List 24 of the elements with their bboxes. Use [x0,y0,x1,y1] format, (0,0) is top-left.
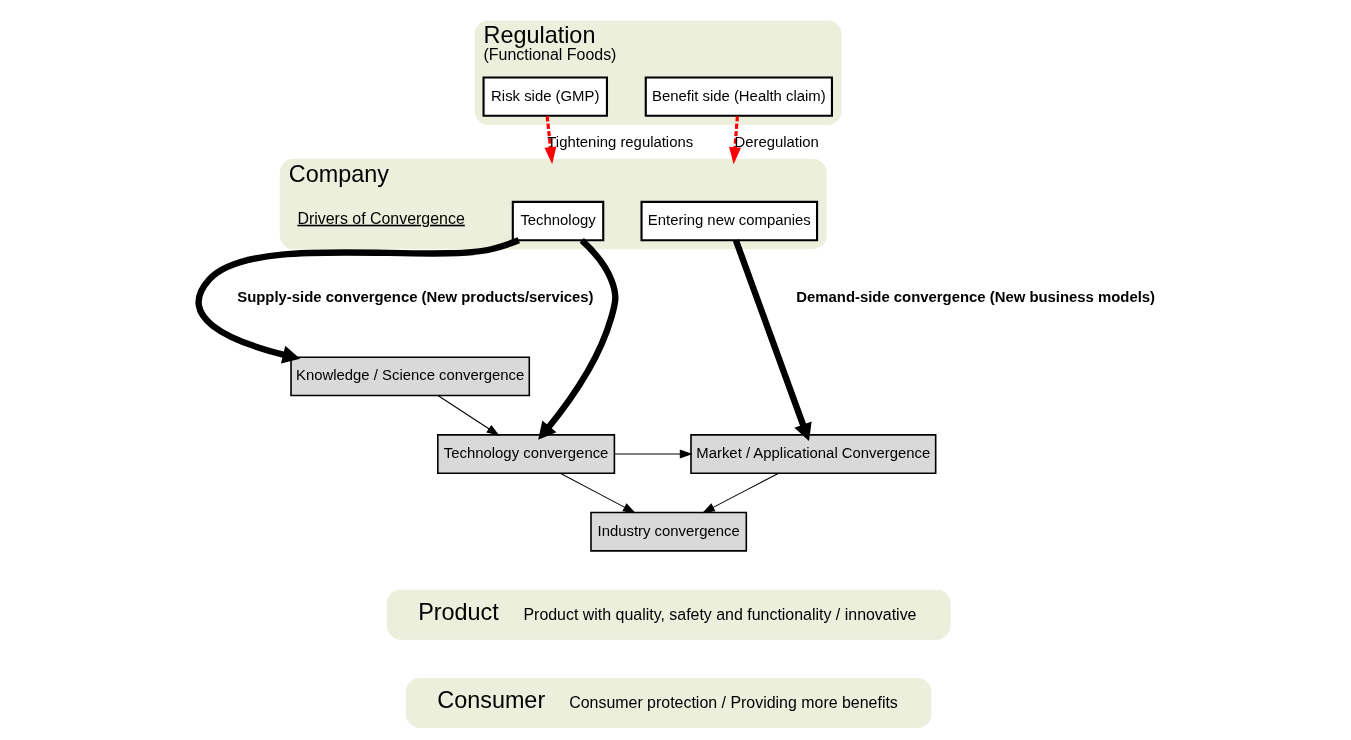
node-box: Consumer Consumer protection / Providing more benefits [405,677,931,728]
arrow [537,238,618,440]
node-box: Industry convergence [589,511,747,552]
node-box: Technology [511,200,604,242]
node-box: Entering new companies [639,200,818,242]
label: Supply-side convergence (New products/services) [236,288,594,305]
label: Demand-side convergence (New business models) [795,288,1155,305]
node-box: Technology convergence [436,434,615,474]
label: Drivers of Convergence [296,209,465,227]
node-box: Benefit side (Health claim) [644,76,833,117]
arrow [543,116,556,165]
edge-label: Deregulation [733,133,819,150]
arrow [613,449,693,459]
node-box: Risk side (GMP) [482,76,608,117]
node-box: Market / Applicational Convergence [689,434,936,474]
arrow [728,116,741,165]
node-box: Product Product with quality, safety and functionality / innovative [386,589,951,640]
arrow [701,472,779,514]
edge-label: Tightening regulations [546,133,693,150]
arrow [559,472,636,514]
arrow [732,239,812,442]
node-box: Knowledge / Science convergence [289,356,530,397]
arrow [195,237,520,364]
arrow [436,395,499,436]
